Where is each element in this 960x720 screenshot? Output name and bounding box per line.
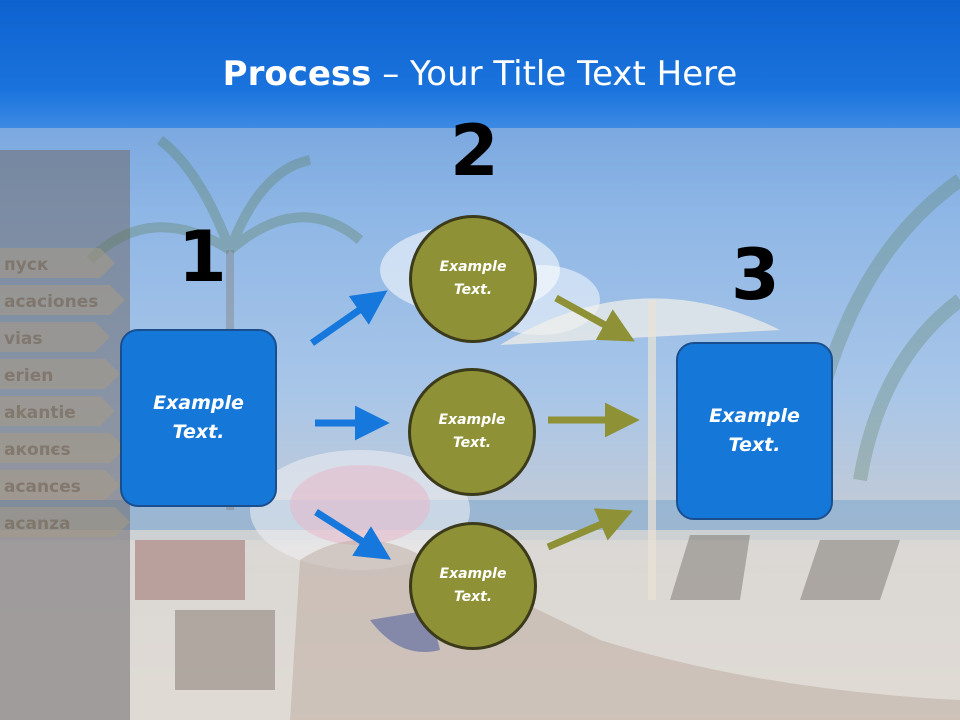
signpost-label: пуск — [4, 255, 49, 275]
step-1-line-2: Text. — [172, 421, 225, 443]
step-3-line-2: Text. — [728, 434, 781, 456]
signpost-boards: пуск acaciones vias erien akantie акопєs… — [0, 248, 130, 537]
step-2-circle-bottom: Example Text. — [409, 522, 537, 650]
arrow-to-circle-bottom — [314, 509, 392, 560]
title-bar — [0, 0, 960, 128]
signpost-label: acaciones — [4, 292, 98, 312]
signpost-label: vias — [4, 329, 43, 349]
step-number-3: 3 — [731, 234, 780, 316]
signpost-label: acances — [4, 477, 81, 497]
step-2-circle-middle: Example Text. — [408, 368, 536, 496]
step-2-circle-top: Example Text. — [409, 215, 537, 343]
step-3-text: Example Text. — [709, 402, 800, 460]
signpost-label: акопєs — [4, 440, 71, 460]
step-3-line-1: Example — [709, 405, 800, 427]
step-number-2: 2 — [450, 110, 499, 192]
step-1-line-1: Example — [153, 392, 244, 414]
arrow-to-circle-top — [309, 290, 388, 346]
signpost-label: acanza — [4, 514, 71, 534]
circle-top-line-1: Example — [439, 259, 507, 275]
circle-top-line-2: Text. — [453, 282, 493, 298]
title-rest: Your Title Text Here — [410, 54, 738, 94]
step-1-box: Example Text. — [120, 329, 277, 507]
signpost-label: erien — [4, 366, 53, 386]
title-bold: Process — [222, 54, 372, 94]
arrow-from-circle-top — [554, 294, 635, 342]
circle-bottom-line-1: Example — [439, 566, 507, 582]
signpost-label: akantie — [4, 403, 76, 423]
slide-title: Process – Your Title Text Here — [0, 52, 960, 96]
step-3-box: Example Text. — [676, 342, 833, 520]
title-dash: – — [371, 54, 411, 94]
arrow-from-circle-bottom — [546, 508, 633, 551]
step-number-1: 1 — [178, 216, 227, 298]
circle-middle-line-1: Example — [438, 412, 506, 428]
circle-bottom-line-2: Text. — [453, 589, 493, 605]
step-1-text: Example Text. — [153, 389, 244, 447]
circle-middle-line-2: Text. — [452, 435, 492, 451]
